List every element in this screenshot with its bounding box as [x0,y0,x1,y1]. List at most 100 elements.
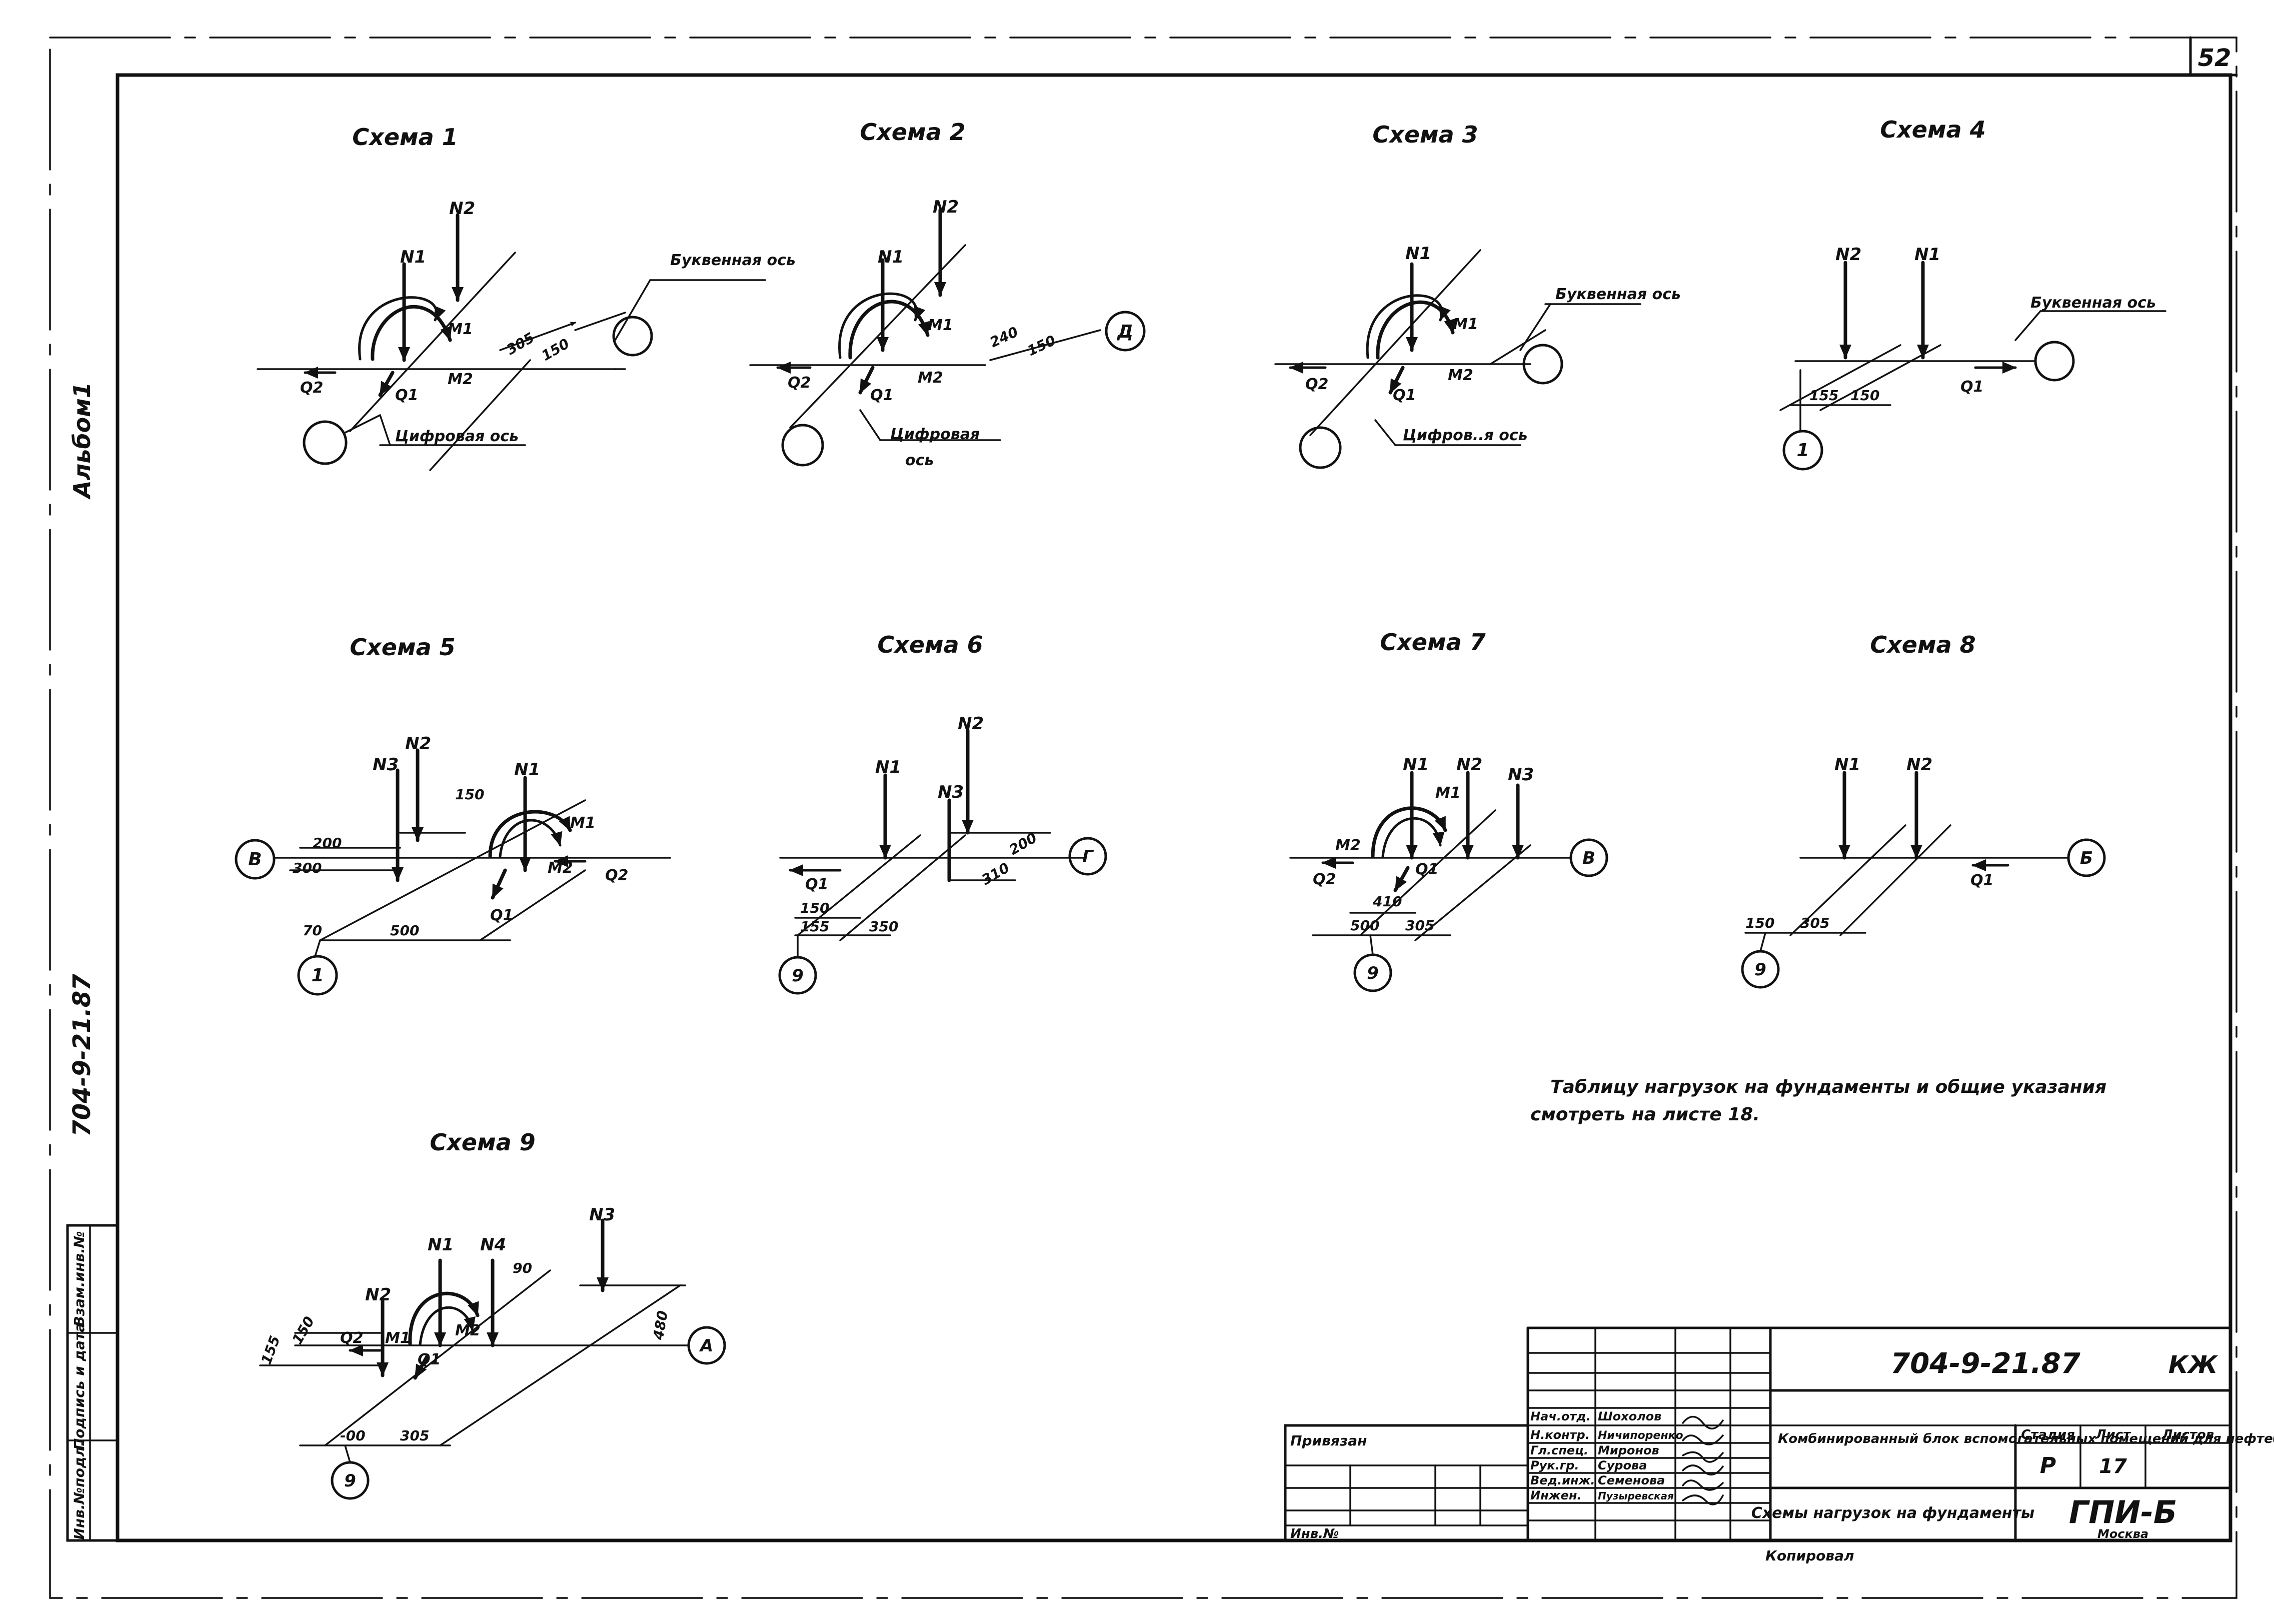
label-m1: M1 [928,317,953,334]
axis-b-label: Б [2080,848,2093,868]
label-m2: M2 [448,371,473,388]
sheet-header: Лист [2095,1427,2131,1442]
dim-150: 150 [1850,387,1879,404]
dim-500: 500 [1350,917,1379,934]
label-n1: N1 [400,247,426,267]
label-m2: M2 [1448,367,1473,384]
label-n2: N2 [1835,245,1861,265]
city: Москва [2097,1527,2148,1541]
dim-155: 155 [258,1333,284,1366]
album-label: Альбом1 [69,382,96,500]
axis-g-label: Г [1082,847,1094,867]
dim-240: 240 [987,324,1021,351]
side-stamp: Инв.№подл. Подпись и дата Взам.инв.№ [66,1224,119,1542]
label-m2: M2 [1335,837,1361,854]
dim-305: 305 [1405,917,1434,934]
signatures [1682,1415,1724,1505]
inv-number-label: Инв.№ [1290,1526,1339,1541]
scheme-title: Схема 2 [860,119,965,146]
scheme-6: Схема 6 Г 9 N1 N3 N2 Q1 150 155 350 310 … [778,631,1107,995]
scheme-title: Схема 9 [430,1129,535,1156]
label-q1: Q1 [1970,872,1993,889]
dim-200: 200 [1006,829,1040,858]
title-block [1284,1326,2232,1542]
privyazan-label: Привязан [1290,1432,1367,1449]
label-n1: N1 [878,247,904,267]
label-q1: Q1 [395,387,418,404]
dim-150: 150 [1025,332,1058,360]
copied-by: Копировал [1765,1547,1854,1564]
label-n3: N3 [938,782,964,802]
label-q2: Q2 [1305,376,1328,393]
note-line-2: смотреть на листе 18. [1530,1104,1760,1125]
role-4: Рук.гр. [1530,1458,1579,1472]
dim-150: 150 [800,900,829,916]
organization: ГПИ-Б [2069,1494,2177,1530]
dim-300: 300 [293,860,322,876]
label-n2: N2 [933,197,959,217]
scheme-title: Схема 5 [350,634,455,661]
label-n1: N1 [1914,245,1940,265]
dim-150: 150 [455,786,484,803]
sheet-frame [49,36,2238,1599]
name-6: Пузыревская [1598,1490,1674,1502]
name-1: Шохолов [1598,1409,1661,1423]
dim-350: 350 [869,918,898,935]
axis-v-label: В [248,849,262,870]
name-4: Сурова [1598,1458,1647,1472]
label-n3: N3 [1508,765,1534,785]
scheme-title: Схема 3 [1372,121,1478,148]
dim-150: 150 [1745,915,1774,931]
axis-9-label: 9 [792,966,804,986]
dim-155: 155 [800,918,829,935]
label-m2: M2 [918,369,943,387]
scheme-title: Схема 6 [877,631,983,658]
label-m1: M1 [1435,784,1461,802]
scheme-7: Схема 7 В 9 N1 N2 N3 M1 M2 Q1 Q2 410 500… [1289,629,1608,992]
scheme-5: Схема 5 В 1 N3 N2 N1 M1 M2 Q1 Q2 150 200… [235,634,671,996]
label-m1: M1 [448,321,473,338]
name-2: Ничипоренко [1598,1429,1683,1442]
label-q1: Q1 [870,387,893,404]
label-q2: Q2 [788,374,811,392]
axis-v-label: В [1582,848,1595,868]
label-n1: N1 [514,760,540,780]
axis-d-label: Д [1117,322,1133,342]
label-m1: M1 [1453,316,1478,333]
doc-code-vertical: 704-9-21.87 [68,974,96,1137]
label-n1: N1 [1403,755,1429,775]
project-title: Комбинированный блок вспомогательных пом… [1778,1431,2274,1446]
digit-axis-label-2: ось [905,452,934,469]
letter-axis-label: Буквенная ось [1555,286,1681,303]
role-6: Инжен. [1530,1488,1582,1502]
scheme-title: Схема 7 [1380,629,1485,656]
label-q2: Q2 [300,379,323,397]
dim-410: 410 [1372,893,1402,910]
drawing-title: Схемы нагрузок на фундаменты [1751,1504,2034,1522]
axis-9-label: 9 [1367,963,1379,983]
dim-150: 150 [539,335,572,364]
dim-90: 90 [513,1260,532,1276]
sheet-number: 52 [2198,44,2231,72]
stage-header: Стадия [2021,1427,2075,1442]
doc-code: 704-9-21.87 [1890,1347,2080,1380]
digit-axis-label: Цифровая [890,426,980,443]
label-n2: N2 [405,734,431,754]
doc-mark: КЖ [2168,1351,2218,1379]
label-n4: N4 [480,1235,506,1255]
label-q1: Q1 [418,1351,441,1368]
axis-9-label: 9 [1754,960,1766,980]
label-n3: N3 [373,755,399,775]
stamp-vzam-inv: Взам.инв.№ [71,1231,88,1326]
name-3: Миронов [1598,1443,1659,1457]
scheme-4: Схема 4 N2 N1 Q1 155 150 Буквенная ось 1 [1779,116,2166,471]
label-q1: Q1 [1415,861,1438,878]
dim-305: 305 [400,1427,429,1444]
label-n2: N2 [449,199,475,219]
label-n2: N2 [1456,755,1482,775]
label-n1: N1 [428,1235,454,1255]
axis-1-label: 1 [311,965,324,986]
scheme-3: Схема 3 N1 M1 M2 Q1 Q2 Буквенная ось Циф… [1274,121,1681,469]
scheme-1: Схема 1 N1 N2 M1 M2 Q1 Q2 305 150 Буквен… [257,124,796,471]
